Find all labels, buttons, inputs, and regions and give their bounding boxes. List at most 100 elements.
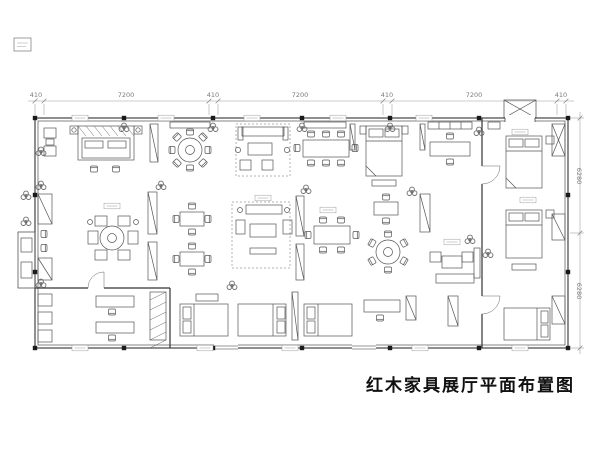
chair-icon (307, 130, 315, 138)
zone-left-annex (17, 231, 36, 289)
zone-sofa-top (235, 123, 291, 177)
room-label-tag (281, 344, 299, 352)
zone-tea-table (304, 206, 360, 254)
plant-icon (155, 180, 167, 190)
zone-bed-bottom-1 (179, 293, 229, 337)
zone-square-dining (172, 202, 212, 276)
dim-label: 7200 (466, 91, 483, 99)
room-label-tag (519, 196, 537, 204)
plant-icon (35, 180, 47, 190)
room-label-tag (254, 194, 272, 202)
dim-label: 7200 (118, 91, 135, 99)
chair-icon (367, 238, 377, 248)
zone-wing-bedroom-1 (487, 121, 566, 189)
zone-wing-bedroom-2 (505, 209, 566, 271)
chair-icon (367, 256, 377, 266)
zone-left-cabinets (37, 193, 53, 281)
dim-label: 410 (555, 91, 567, 99)
chair-icon (337, 130, 345, 138)
zone-canopy-bed (43, 125, 143, 173)
chair-icon (188, 268, 196, 276)
chair-icon (108, 334, 116, 342)
room-label-tag (511, 344, 529, 352)
chair-icon (307, 159, 315, 167)
room-label-tag (243, 114, 261, 122)
chair-icon (112, 165, 120, 173)
plant-icon (20, 190, 32, 200)
drawing-stamp (13, 37, 32, 52)
chair-icon (186, 164, 194, 172)
room-label-tag (71, 114, 89, 122)
zone-wing-bedroom-3 (503, 295, 566, 341)
zone-long-dining (293, 121, 359, 167)
display-cabinets-center (295, 195, 305, 281)
plant-icon (20, 216, 32, 226)
chair-icon (399, 256, 409, 266)
chair-icon (384, 266, 392, 274)
chair-icon (204, 215, 212, 223)
chair-icon (188, 228, 196, 236)
dim-label: 410 (381, 91, 393, 99)
zone-bed-top (349, 123, 409, 187)
plant-icon (296, 122, 308, 132)
chair-icon (382, 193, 390, 201)
zone-round-dining-mid (367, 193, 409, 274)
zone-living-right (419, 193, 481, 284)
zone-bed-bottom-2 (237, 303, 287, 337)
chair-icon (384, 230, 392, 238)
dim-label: 6280 (575, 168, 583, 185)
dim-label: 410 (30, 91, 42, 99)
round-table (375, 239, 401, 265)
chair-icon (376, 314, 384, 322)
chair-icon (188, 202, 196, 210)
display-cabinets-mid-left (147, 191, 158, 281)
chair-icon (172, 132, 182, 142)
zone-round-dining-top (149, 121, 212, 172)
dim-label: 6280 (575, 283, 583, 300)
zone-circle-lounge (87, 215, 139, 261)
chair-icon (293, 144, 301, 152)
chair-icon (40, 230, 48, 238)
chair-icon (446, 132, 454, 140)
door-swings (87, 165, 501, 315)
plant-icon (207, 122, 219, 132)
room-label-tag (71, 344, 89, 352)
dim-label: 7200 (292, 91, 309, 99)
chair-icon (186, 128, 194, 136)
zone-desk-bottom (363, 295, 459, 327)
plant-icon (406, 186, 418, 196)
zone-bed-bottom-3 (303, 303, 353, 337)
zone-bottom-left-room (37, 293, 53, 343)
dimension-right: 6280 6280 (570, 112, 584, 354)
chair-icon (188, 242, 196, 250)
exterior-walls (34, 115, 569, 351)
chair-icon (322, 130, 330, 138)
room-label-tag (319, 206, 337, 214)
chair-icon (172, 158, 182, 168)
chair-icon (337, 246, 345, 254)
room-label-tag (511, 128, 529, 136)
room-label-tag (329, 114, 347, 122)
chair-icon (198, 158, 208, 168)
chair-icon (322, 159, 330, 167)
chair-icon (204, 146, 212, 154)
room-label-tag (196, 344, 214, 352)
plant-icon (482, 248, 494, 258)
chair-icon (108, 308, 116, 316)
zone-office (95, 295, 135, 342)
chair-icon (337, 216, 345, 224)
chair-icon (198, 132, 208, 142)
chair-icon (204, 255, 212, 263)
chair-icon (90, 165, 98, 173)
hatched-storage (149, 291, 167, 349)
chair-icon (319, 246, 327, 254)
zone-center-sofa (231, 201, 293, 269)
chair-icon (382, 217, 390, 225)
chair-icon (337, 159, 345, 167)
plant-icon (300, 184, 312, 194)
plant-icon (35, 146, 47, 156)
plan-title: 红木家具展厅平面布置图 (366, 376, 575, 396)
round-table (177, 137, 203, 163)
